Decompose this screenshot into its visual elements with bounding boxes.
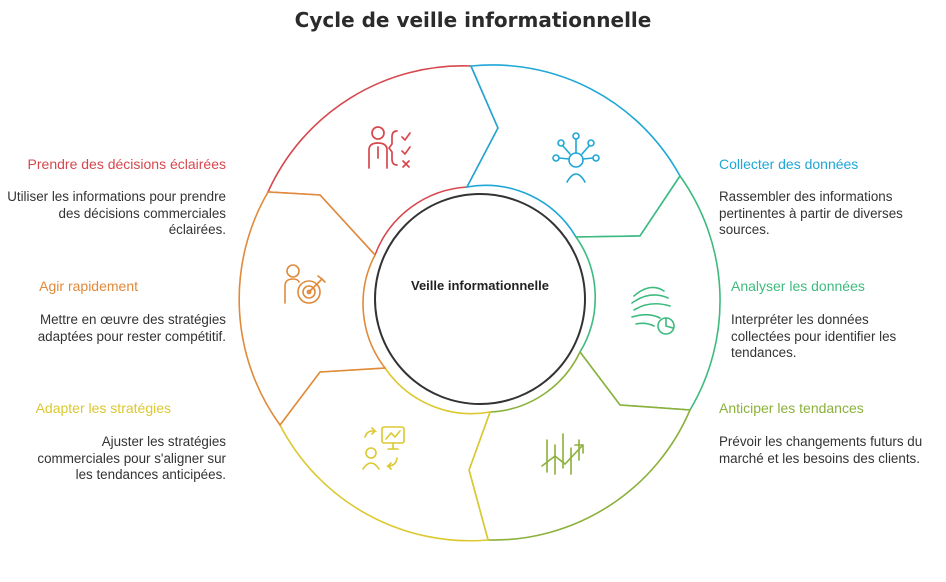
- page-title: Cycle de veille informationnelle: [294, 8, 652, 32]
- stage-desc-act: Mettre en œuvre des stratégies adaptées …: [37, 312, 226, 344]
- stage-desc-adapt: Ajuster les stratégies commerciales pour…: [37, 434, 226, 482]
- stage-title-collect: Collecter des données: [719, 156, 859, 172]
- stage-title-anticipate: Anticiper les tendances: [719, 400, 864, 416]
- stage-title-decision: Prendre des décisions éclairées: [27, 156, 226, 172]
- network-collect-icon: [552, 132, 600, 183]
- stage-title-adapt: Adapter les stratégies: [35, 400, 171, 416]
- segment-act[interactable]: [238, 191, 387, 427]
- stage-desc-decision: Utiliser les informations pour prendre d…: [7, 189, 226, 237]
- trend-chart-icon: [541, 433, 584, 475]
- target-person-icon: [284, 264, 326, 304]
- stage-title-act: Agir rapidement: [39, 278, 138, 294]
- stage-desc-analyse: Interpréter les données collectées pour …: [731, 312, 897, 360]
- decision-person-icon: [368, 126, 411, 169]
- stage-title-analyse: Analyser les données: [731, 278, 865, 294]
- center-circle: [374, 193, 586, 405]
- stage-desc-collect: Rassembler des informations pertinentes …: [719, 189, 903, 237]
- adapt-strategy-icon: [362, 426, 405, 470]
- stage-desc-anticipate: Prévoir les changements futurs du marché…: [719, 434, 923, 466]
- center-label: Veille informationnelle: [411, 278, 549, 293]
- analysis-flow-icon: [631, 286, 675, 335]
